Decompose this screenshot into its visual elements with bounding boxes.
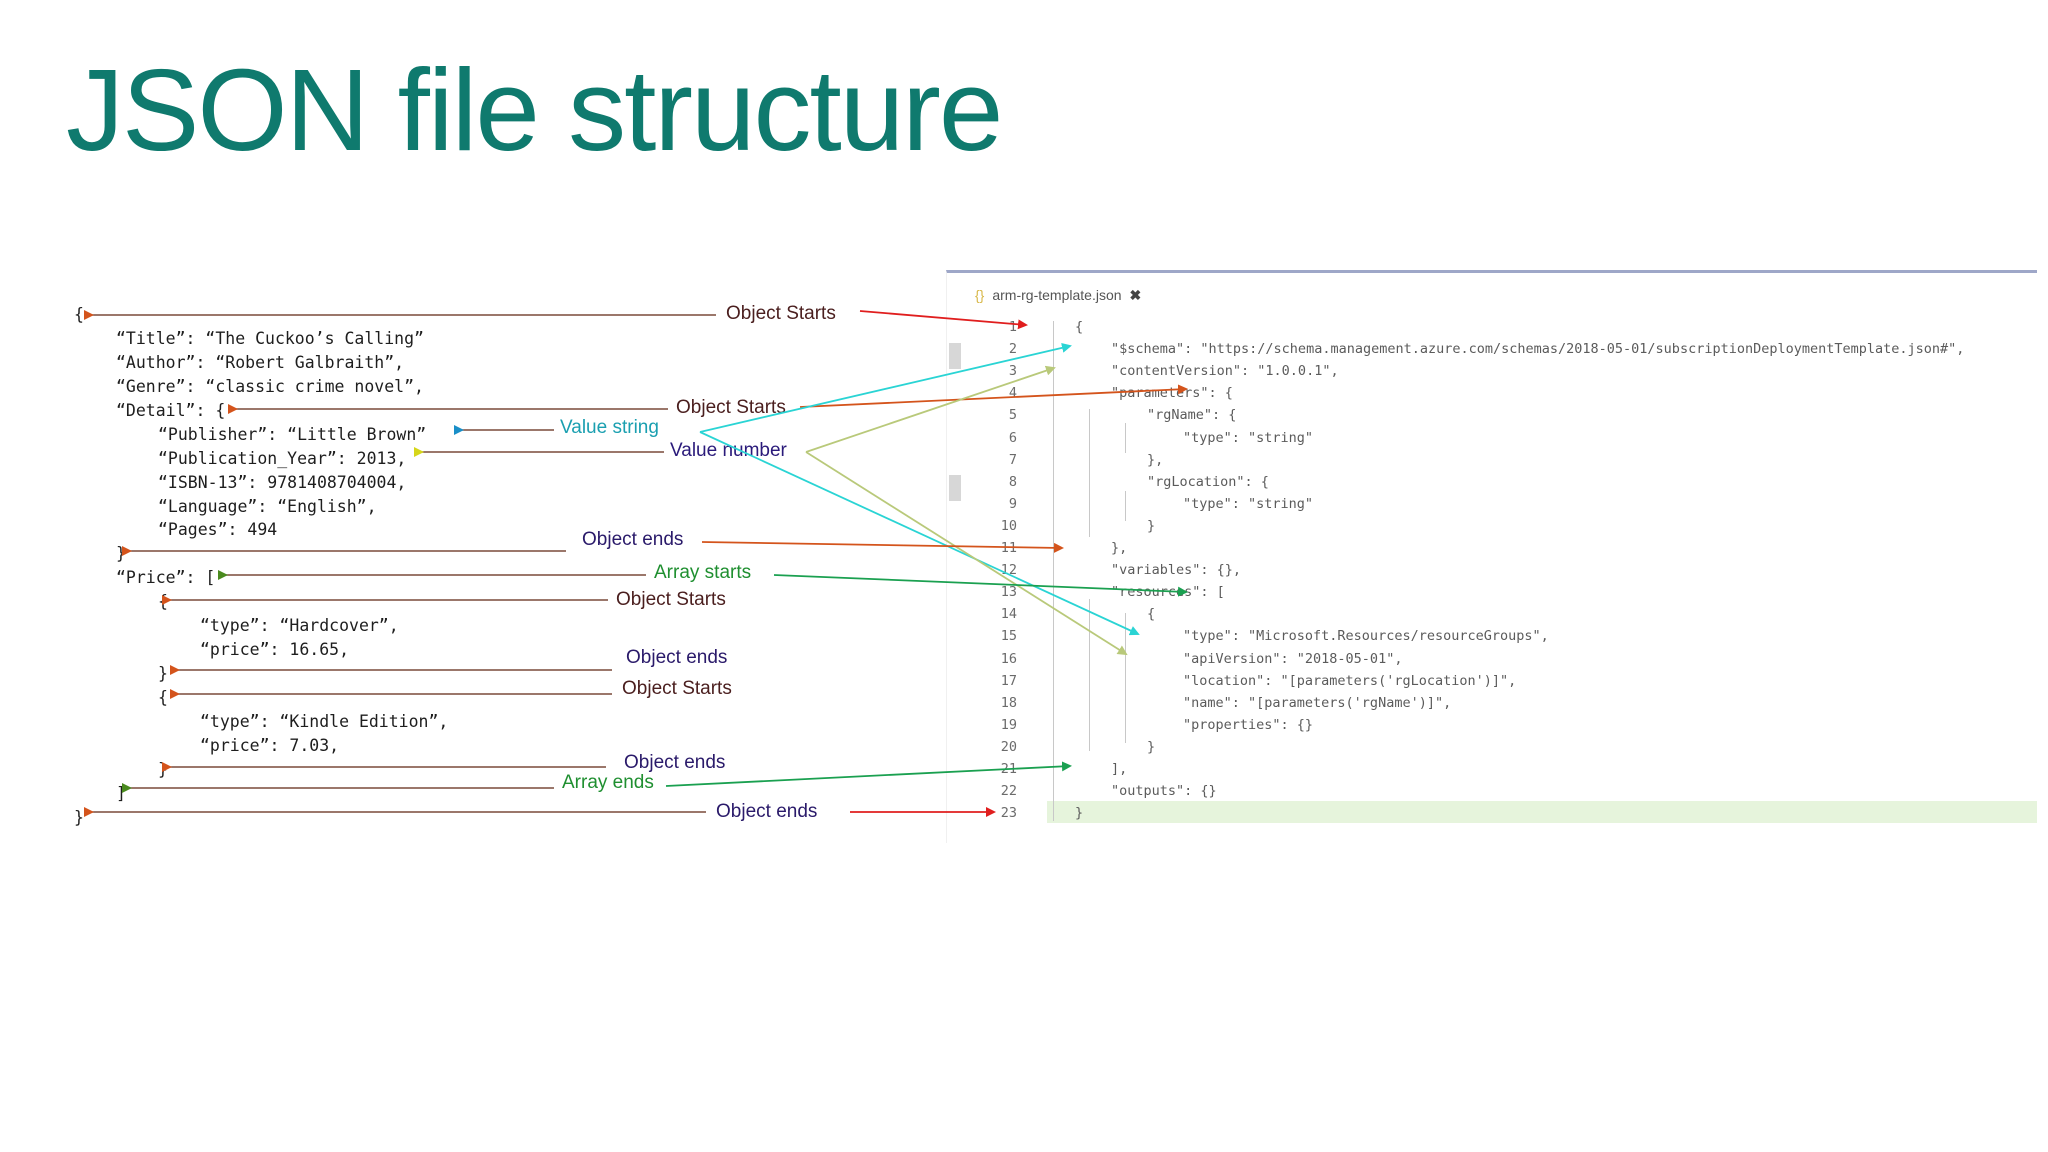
current-line-highlight [1047,801,2037,823]
code-line: { [74,305,84,324]
editor-code-line[interactable]: } [1075,805,1084,822]
line-number: 15 [1000,628,1017,645]
line-number: 1 [1008,319,1017,335]
arrow-to-editor-parameters [799,384,1188,408]
line-number: 8 [1008,473,1017,490]
label-object-ends: Object ends [578,530,688,549]
line-number: 23 [1000,805,1017,822]
code-editor: {} arm-rg-template.json ✖ 1 {2 "$schema": "h… [946,270,2037,843]
arrow-to-editor-content-version [805,365,1056,453]
code-line: } [158,664,168,683]
code-line: “Price”: [ [116,568,216,587]
label-object-starts: Object Starts [612,590,730,609]
editor-code-line[interactable]: "rgName": { [1147,407,1237,424]
code-line: } [116,544,126,563]
code-line: “Detail”: { [116,401,226,420]
slide-title: JSON file structure [66,45,1003,175]
editor-code-line[interactable]: "outputs": {} [1111,783,1217,800]
arrow-to-editor-array-start [773,574,1188,597]
json-file-icon: {} [975,287,985,303]
editor-tab[interactable]: {} arm-rg-template.json ✖ [975,287,1141,304]
line-number: 13 [1000,584,1017,601]
label-array-ends: Array ends [558,773,658,792]
code-line: “Pages”: 494 [158,520,278,539]
indent-guide [1125,423,1126,453]
editor-code-line[interactable]: "type": "string" [1183,429,1314,446]
code-line: “Publication_Year”: 2013, [158,449,407,468]
code-line: “type”: “Kindle Edition”, [200,712,449,731]
editor-code-line[interactable]: "type": "Microsoft.Resources/resourceGro… [1183,628,1549,645]
arrow-to-editor-object-end [701,541,1064,553]
line-number: 16 [1000,650,1017,667]
line-number: 3 [1008,363,1017,380]
arrow-to-editor-type [699,431,1140,636]
editor-code-line[interactable]: { [1075,319,1084,335]
label-object-ends: Object ends [620,753,730,772]
gutter-change-marker [949,475,961,501]
label-object-starts: Object Starts [672,398,790,417]
code-line: { [158,688,168,707]
editor-code-line[interactable]: { [1147,606,1156,623]
indent-guide [1125,613,1126,743]
indent-guide [1053,321,1054,821]
label-object-starts: Object Starts [618,679,736,698]
indent-guide [1125,491,1126,521]
editor-code-line[interactable]: "apiVersion": "2018-05-01", [1183,650,1403,667]
label-value-string: Value string [556,418,663,437]
line-number: 17 [1000,672,1017,689]
editor-code-line[interactable]: "name": "[parameters('rgName')]", [1183,694,1452,711]
editor-code-line[interactable]: }, [1111,540,1128,556]
label-value-number: Value number [666,441,791,460]
code-line: “price”: 16.65, [200,640,350,659]
line-number: 5 [1008,407,1017,424]
code-line: “Publisher”: “Little Brown” [158,425,427,444]
line-number: 2 [1008,341,1017,358]
line-number: 10 [1000,517,1017,534]
close-icon[interactable]: ✖ [1129,287,1142,303]
label-object-ends: Object ends [622,648,732,667]
code-line: “Title”: “The Cuckoo’s Calling” [116,329,424,348]
editor-tab-label: arm-rg-template.json [992,287,1122,303]
code-line: ] [116,784,126,803]
line-number: 6 [1008,429,1017,446]
indent-guide [1089,409,1090,537]
editor-code-line[interactable]: "variables": {}, [1111,562,1242,579]
editor-code-line[interactable]: } [1147,517,1156,534]
line-number: 20 [1000,738,1017,755]
gutter-change-marker [949,343,961,369]
arrow-to-editor-object-start [859,310,1028,330]
code-line: “price”: 7.03, [200,736,340,755]
line-number: 19 [1000,716,1017,733]
editor-code-line[interactable]: ], [1111,761,1128,777]
code-line: “Language”: “English”, [158,497,377,516]
editor-code-line[interactable]: }, [1147,451,1164,468]
line-number: 14 [1000,606,1017,623]
label-object-ends: Object ends [712,802,822,821]
editor-code-line[interactable]: "type": "string" [1183,495,1314,512]
indent-guide [1089,599,1090,751]
line-number: 9 [1008,495,1017,512]
arrow-to-editor-array-end [665,761,1072,787]
label-object-starts: Object Starts [722,304,840,323]
line-number: 18 [1000,694,1017,711]
code-line: “ISBN-13”: 9781408704004, [158,473,407,492]
arrow-to-editor-api-version [805,451,1128,656]
line-number: 22 [1000,783,1017,800]
code-line: } [74,808,84,827]
editor-code-line[interactable]: } [1147,738,1156,755]
code-line: “Author”: “Robert Galbraith”, [116,353,405,372]
editor-code-line[interactable]: "properties": {} [1183,716,1314,733]
editor-code-line[interactable]: "$schema": "https://schema.management.az… [1111,341,1965,358]
line-number: 7 [1008,451,1017,468]
editor-code-line[interactable]: "parameters": { [1111,385,1233,402]
editor-code-line[interactable]: "contentVersion": "1.0.0.1", [1111,363,1339,380]
label-array-starts: Array starts [650,563,756,582]
editor-code-line[interactable]: "rgLocation": { [1147,473,1269,490]
code-line: “type”: “Hardcover”, [200,616,399,635]
arrow-to-editor-schema [699,342,1072,433]
code-line: “Genre”: “classic crime novel”, [116,377,424,396]
line-number: 4 [1008,385,1017,402]
editor-code-line[interactable]: "location": "[parameters('rgLocation')]"… [1183,672,1517,689]
